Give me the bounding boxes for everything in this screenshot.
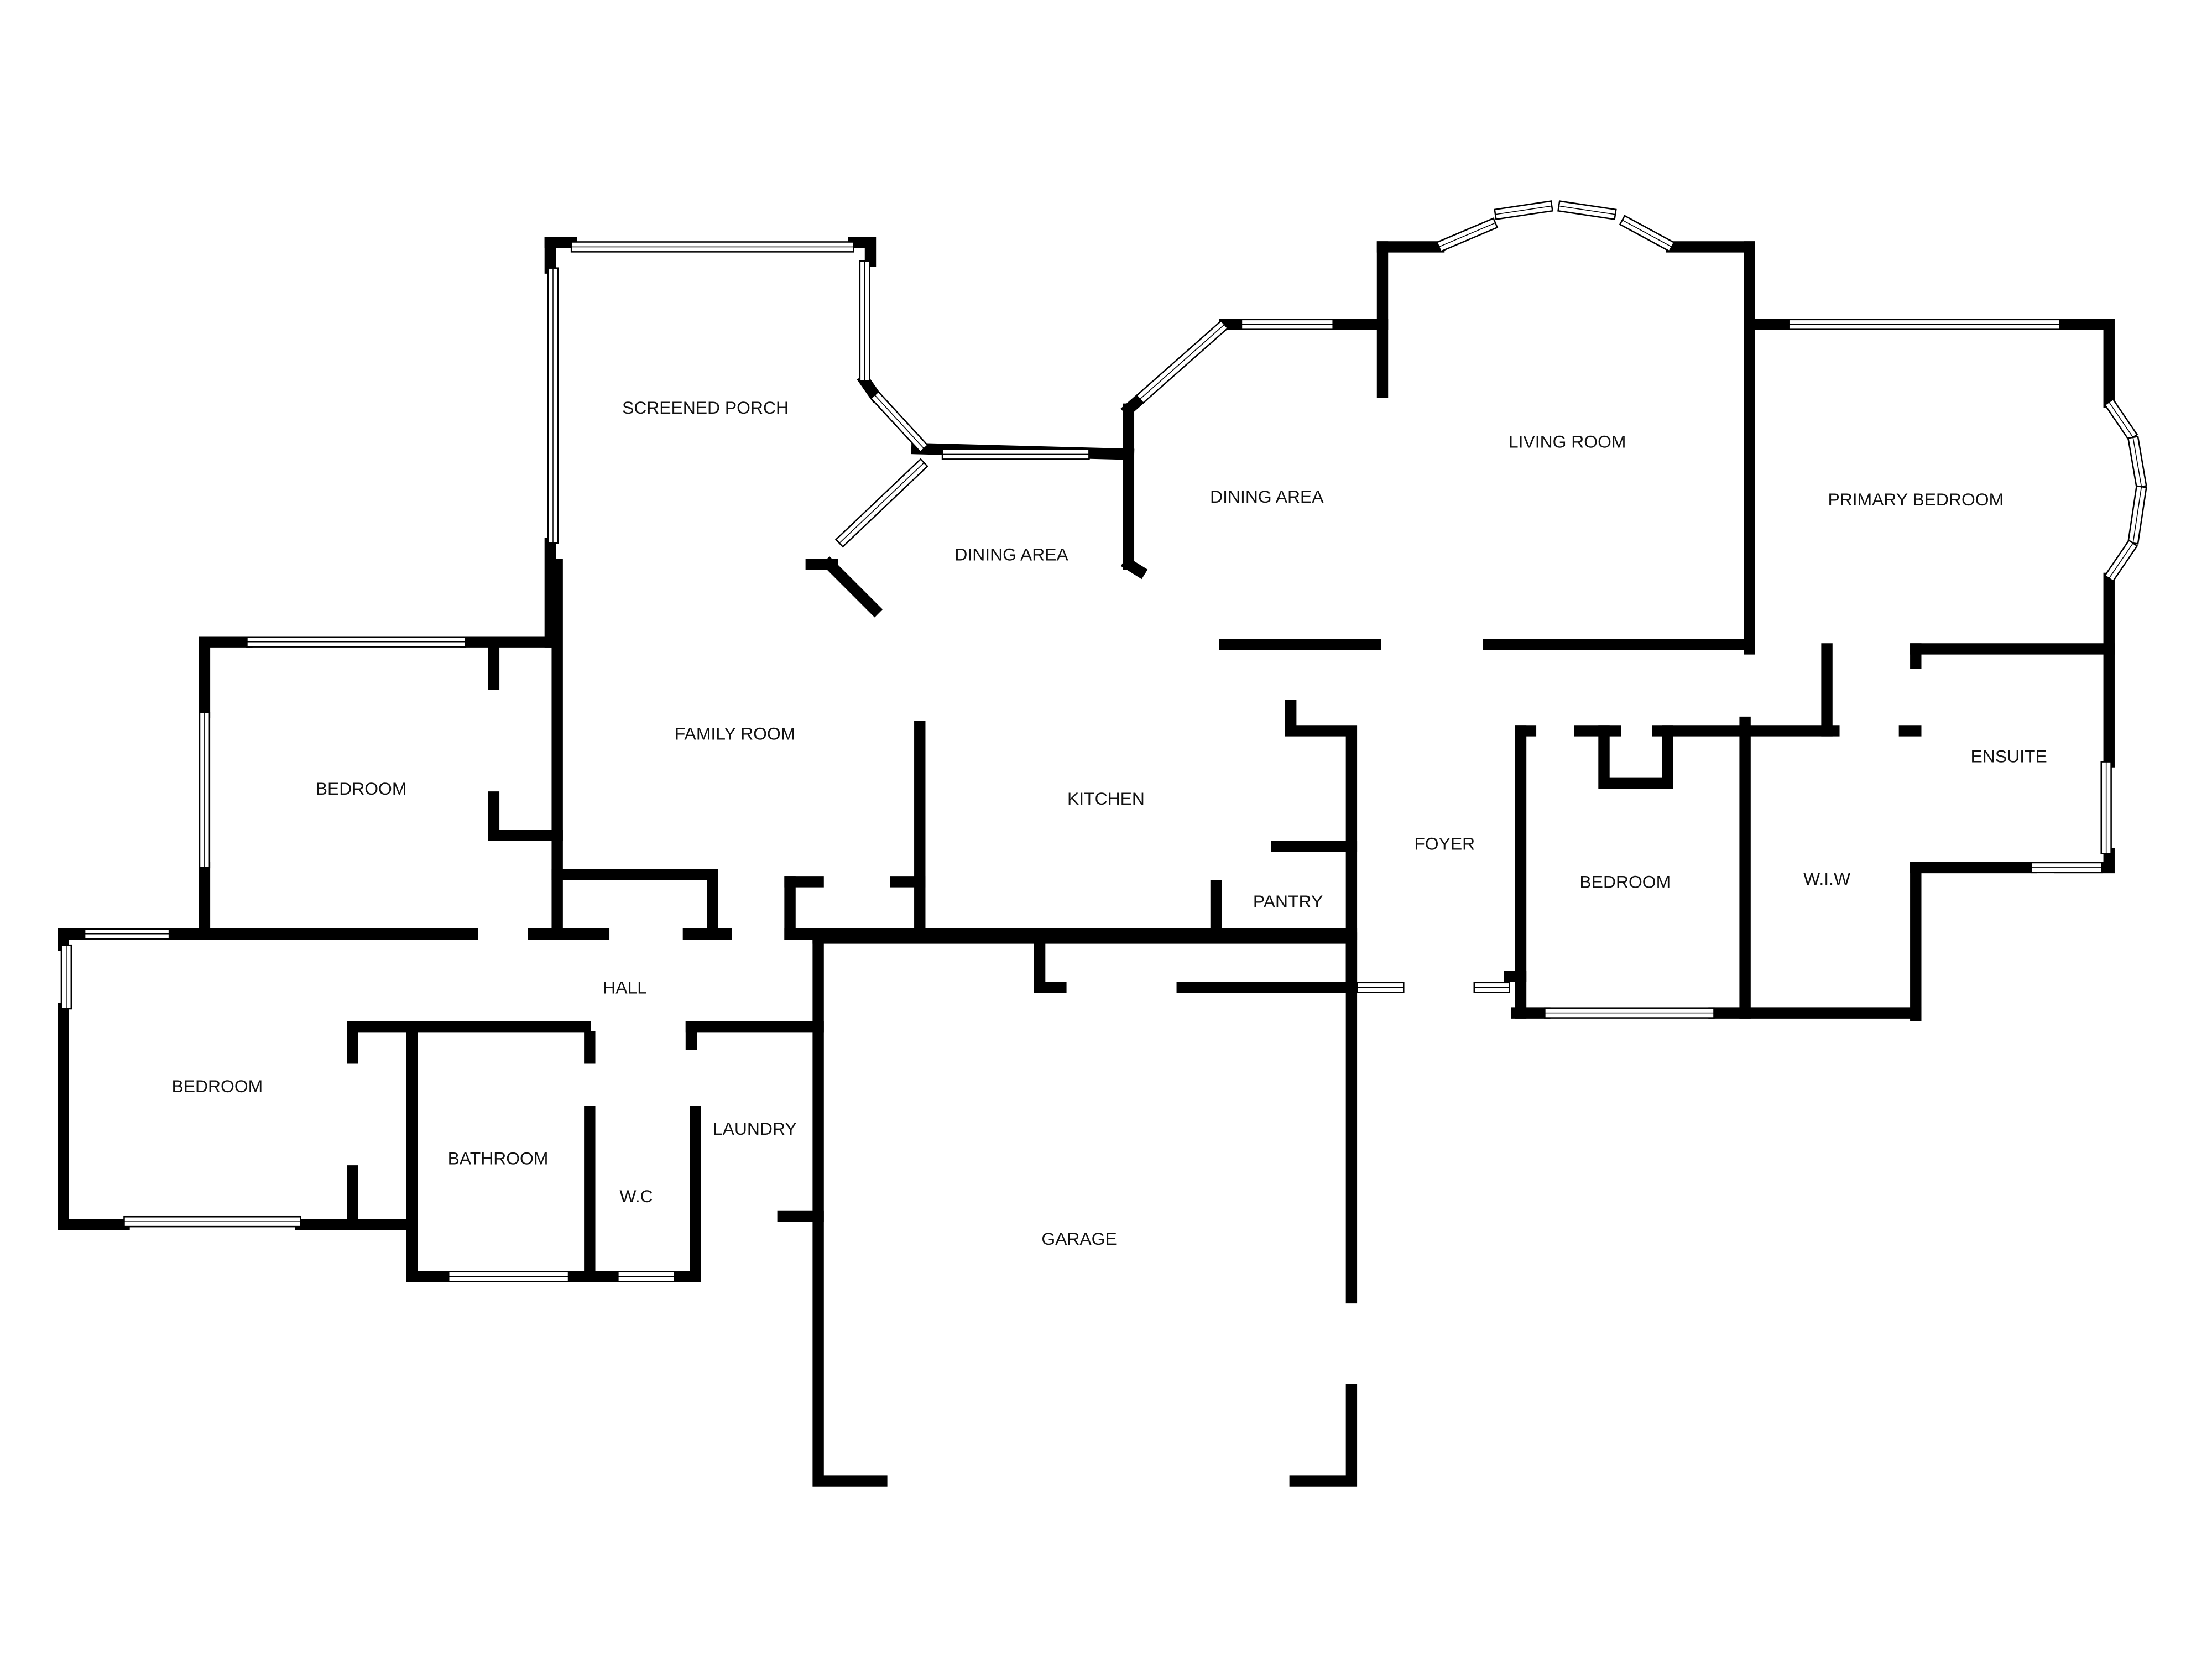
room-label-foyer: FOYER [1414, 833, 1475, 853]
window-pane-line [839, 462, 925, 544]
wall-segment [821, 556, 883, 618]
room-label-ensuite: ENSUITE [1971, 746, 2047, 766]
window-pane-line [1622, 220, 1672, 248]
wall-segment [857, 373, 883, 403]
room-label-hall: HALL [603, 978, 647, 998]
room-label-wc: W.C [619, 1186, 653, 1206]
room-label-dining-area: DINING AREA [954, 545, 1068, 565]
wall-segment [848, 237, 877, 267]
window-pane-line [2132, 437, 2142, 487]
wall-segment [1120, 391, 1148, 418]
window-pane-line [1438, 222, 1496, 248]
wall-segment [812, 932, 1358, 1304]
window-pane-line [1558, 205, 1616, 215]
room-label-laundry: LAUNDRY [713, 1119, 797, 1139]
wall-segment [406, 1021, 455, 1282]
room-labels: SCREENED PORCH DINING AREA DINING AREA L… [172, 398, 2047, 1249]
window-pane-line [1495, 205, 1552, 215]
room-label-bathroom: BATHROOM [448, 1148, 549, 1168]
wall-segment [58, 1003, 130, 1230]
room-label-garage: GARAGE [1041, 1229, 1117, 1249]
window-pane-line [2109, 542, 2133, 579]
room-label-living-room: LIVING ROOM [1509, 431, 1626, 451]
wall-segment [2054, 319, 2115, 408]
room-label-primary-bedroom: PRIMARY BEDROOM [1828, 489, 2004, 509]
room-label-pantry: PANTRY [1253, 891, 1323, 911]
room-label-family-room: FAMILY ROOM [675, 724, 795, 744]
room-label-bedroom-3: BEDROOM [1579, 872, 1671, 891]
walls [58, 237, 2115, 1487]
window-pane-line [2109, 401, 2133, 438]
room-label-bedroom: BEDROOM [316, 779, 407, 799]
wall-segment [488, 791, 563, 841]
window-pane-line [1139, 324, 1225, 400]
wall-segment [551, 869, 718, 940]
wall-segment [1034, 932, 1067, 993]
wall-segment [1120, 556, 1148, 580]
wall-segment [1285, 700, 1358, 993]
room-label-wiw: W.I.W [1803, 869, 1850, 889]
room-label-bedroom-2: BEDROOM [172, 1076, 263, 1096]
windows [60, 200, 2147, 1282]
wall-segment [1598, 725, 1671, 789]
room-label-screened-porch: SCREENED PORCH [622, 398, 789, 418]
wall-segment [1666, 241, 1755, 330]
window-pane-line [874, 394, 925, 449]
room-label-dining-area-2: DINING AREA [1210, 487, 1324, 507]
room-label-kitchen: KITCHEN [1067, 789, 1145, 808]
window-pane-line [2132, 486, 2142, 544]
wall-segment [812, 936, 888, 1487]
wall-segment [1289, 1384, 1358, 1487]
